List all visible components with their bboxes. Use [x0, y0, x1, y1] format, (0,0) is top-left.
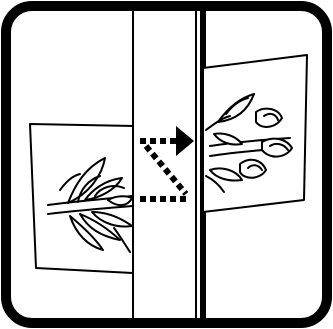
right-wallpaper-panel — [203, 55, 307, 212]
left-wallpaper-panel — [30, 124, 133, 273]
